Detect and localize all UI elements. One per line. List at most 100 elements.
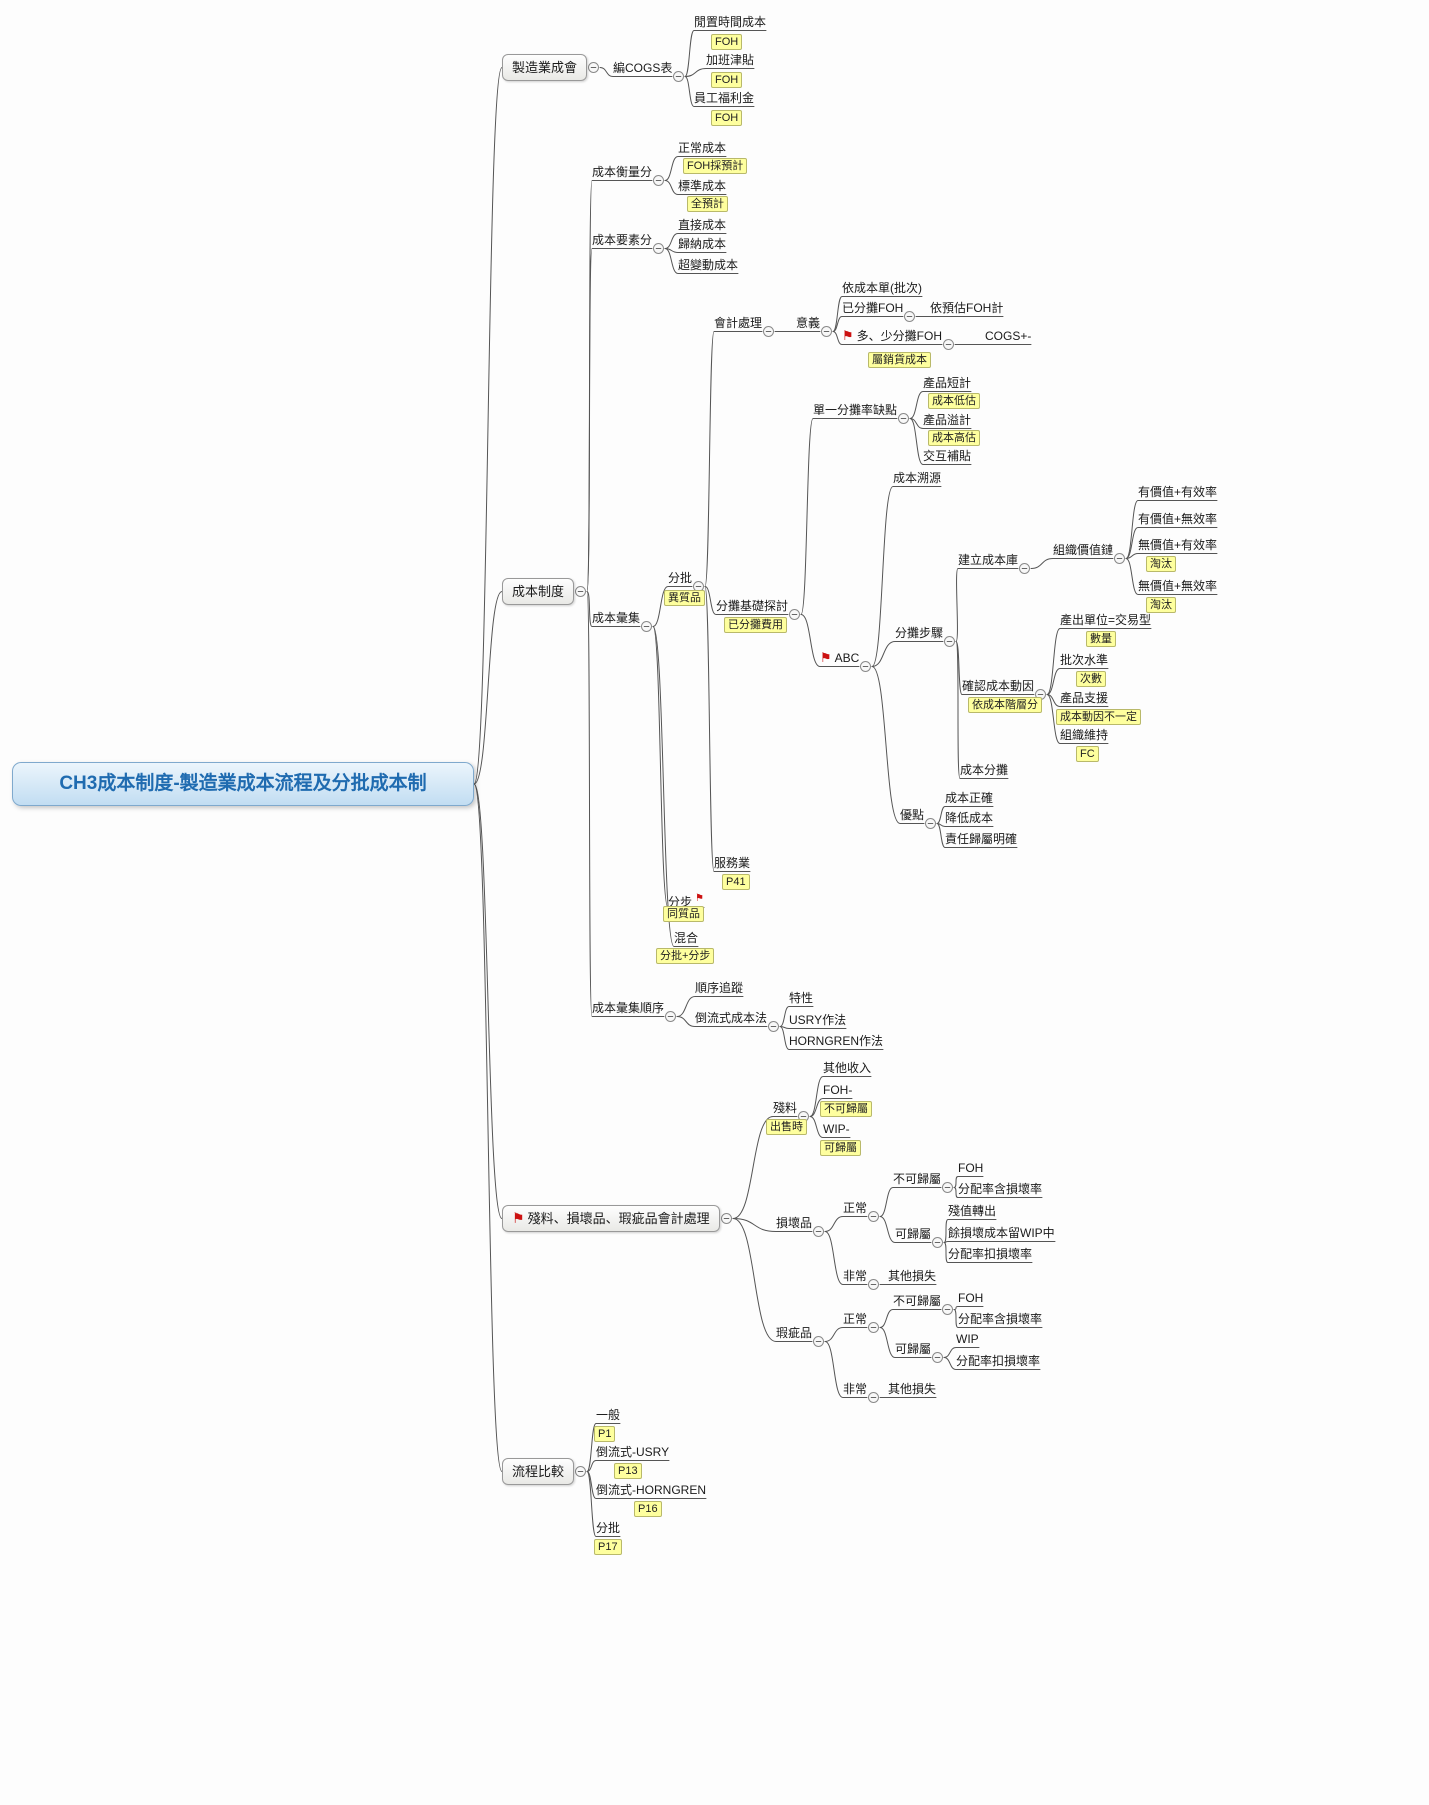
collapse-icon[interactable] <box>665 1011 676 1022</box>
mindmap-node[interactable]: 分批 <box>668 570 692 586</box>
collapse-icon[interactable] <box>653 175 664 186</box>
collapse-icon[interactable] <box>868 1392 879 1403</box>
mindmap-node[interactable]: 成本分攤 <box>960 762 1008 778</box>
mindmap-node[interactable]: 責任歸屬明確 <box>945 831 1017 847</box>
collapse-icon[interactable] <box>944 636 955 647</box>
mindmap-node[interactable]: 一般 <box>596 1407 620 1423</box>
mindmap-node[interactable]: 加班津貼 <box>706 52 754 68</box>
collapse-icon[interactable] <box>925 818 936 829</box>
mindmap-node[interactable]: 其他收入 <box>823 1060 871 1076</box>
mindmap-node[interactable]: 優點 <box>900 807 924 823</box>
mindmap-node[interactable]: 歸納成本 <box>678 236 726 252</box>
mindmap-node[interactable]: 殘值轉出 <box>948 1203 996 1219</box>
collapse-icon[interactable] <box>653 243 664 254</box>
mindmap-node[interactable]: 分批 <box>596 1520 620 1536</box>
collapse-icon[interactable] <box>868 1279 879 1290</box>
mindmap-node[interactable]: 成本溯源 <box>893 470 941 486</box>
collapse-icon[interactable] <box>789 609 800 620</box>
mindmap-node[interactable]: 可歸屬 <box>895 1226 931 1242</box>
collapse-icon[interactable] <box>575 586 586 597</box>
mindmap-node[interactable]: 成本要素分 <box>592 232 652 248</box>
collapse-icon[interactable] <box>641 621 652 632</box>
collapse-icon[interactable] <box>813 1226 824 1237</box>
mindmap-node[interactable]: 建立成本庫 <box>958 552 1018 568</box>
collapse-icon[interactable] <box>932 1352 943 1363</box>
mindmap-node[interactable]: 分配率扣損壞率 <box>948 1246 1032 1262</box>
mindmap-node[interactable]: 產品支援 <box>1060 690 1108 706</box>
mindmap-node[interactable]: 組織價值鏈 <box>1053 542 1113 558</box>
mindmap-node[interactable]: 成本衡量分 <box>592 164 652 180</box>
mindmap-node[interactable]: 產出單位=交易型 <box>1060 612 1151 628</box>
mindmap-node[interactable]: 倒流式成本法 <box>695 1010 767 1026</box>
mindmap-node[interactable]: 有價值+無效率 <box>1138 511 1217 527</box>
mindmap-node[interactable]: 已分攤FOH <box>842 300 903 316</box>
collapse-icon[interactable] <box>673 71 684 82</box>
mindmap-node[interactable]: HORNGREN作法 <box>789 1033 883 1049</box>
collapse-icon[interactable] <box>868 1322 879 1333</box>
mindmap-node[interactable]: 瑕疵品 <box>776 1325 812 1341</box>
collapse-icon[interactable] <box>904 311 915 322</box>
mindmap-node[interactable]: 其他損失 <box>888 1381 936 1397</box>
mindmap-node[interactable]: 意義 <box>796 315 820 331</box>
mindmap-node[interactable]: 特性 <box>789 990 813 1006</box>
mindmap-node[interactable]: 分配率含損壞率 <box>958 1311 1042 1327</box>
mindmap-node[interactable]: 編COGS表 <box>613 60 672 76</box>
mindmap-node[interactable]: 殘料 <box>773 1100 797 1116</box>
mindmap-node[interactable]: 單一分攤率缺點 <box>813 402 897 418</box>
mindmap-node[interactable]: 依預估FOH計 <box>930 300 1003 316</box>
mindmap-node[interactable]: 倒流式-USRY <box>596 1444 669 1460</box>
collapse-icon[interactable] <box>721 1213 732 1224</box>
mindmap-node[interactable]: FOH- <box>823 1082 852 1098</box>
mindmap-node[interactable]: 分步⚑ <box>668 891 704 909</box>
mindmap-node[interactable]: 服務業 <box>714 855 750 871</box>
mindmap-node[interactable]: 分攤步驟 <box>895 625 943 641</box>
mindmap-node[interactable]: WIP- <box>823 1121 850 1137</box>
mindmap-node[interactable]: 降低成本 <box>945 810 993 826</box>
mindmap-node[interactable]: 產品溢計 <box>923 412 971 428</box>
collapse-icon[interactable] <box>813 1336 824 1347</box>
mindmap-node[interactable]: USRY作法 <box>789 1012 846 1028</box>
mindmap-node[interactable]: 順序追蹤 <box>695 980 743 996</box>
mindmap-node[interactable]: 無價值+無效率 <box>1138 578 1217 594</box>
main-topic-node[interactable]: ⚑殘料、損壞品、瑕疵品會計處理 <box>502 1205 720 1232</box>
collapse-icon[interactable] <box>868 1211 879 1222</box>
mindmap-node[interactable]: 餘損壞成本留WIP中 <box>948 1225 1055 1241</box>
mindmap-node[interactable]: 可歸屬 <box>895 1341 931 1357</box>
mindmap-node[interactable]: 標準成本 <box>678 178 726 194</box>
mindmap-node[interactable]: 成本彙集 <box>592 610 640 626</box>
collapse-icon[interactable] <box>898 413 909 424</box>
main-topic-node[interactable]: 成本制度 <box>502 578 575 605</box>
mindmap-node[interactable]: 依成本單(批次) <box>842 280 922 296</box>
mindmap-node[interactable]: 會計處理 <box>714 315 762 331</box>
mindmap-node[interactable]: 正常 <box>843 1311 867 1327</box>
mindmap-node[interactable]: 確認成本動因 <box>962 678 1034 694</box>
mindmap-node[interactable]: 分攤基礎探討 <box>716 598 788 614</box>
mindmap-node[interactable]: 交互補貼 <box>923 448 971 464</box>
main-topic-node[interactable]: 製造業成會 <box>502 54 588 81</box>
collapse-icon[interactable] <box>860 661 871 672</box>
mindmap-node[interactable]: FOH <box>958 1290 983 1306</box>
mindmap-node[interactable]: 倒流式-HORNGREN <box>596 1482 706 1498</box>
mindmap-node[interactable]: ⚑多、少分攤FOH <box>842 328 942 344</box>
mindmap-node[interactable]: 產品短計 <box>923 375 971 391</box>
mindmap-node[interactable]: 直接成本 <box>678 217 726 233</box>
mindmap-node[interactable]: 正常成本 <box>678 140 726 156</box>
mindmap-node[interactable]: 不可歸屬 <box>893 1293 941 1309</box>
collapse-icon[interactable] <box>1114 553 1125 564</box>
collapse-icon[interactable] <box>942 1304 953 1315</box>
mindmap-node[interactable]: 其他損失 <box>888 1268 936 1284</box>
main-topic-node[interactable]: 流程比較 <box>502 1458 575 1485</box>
mindmap-node[interactable]: 損壞品 <box>776 1215 812 1231</box>
collapse-icon[interactable] <box>821 326 832 337</box>
collapse-icon[interactable] <box>588 62 599 73</box>
collapse-icon[interactable] <box>932 1237 943 1248</box>
mindmap-node[interactable]: ⚑ABC <box>820 650 859 666</box>
mindmap-node[interactable]: 員工福利金 <box>694 90 754 106</box>
mindmap-node[interactable]: 非常 <box>843 1381 867 1397</box>
collapse-icon[interactable] <box>768 1021 779 1032</box>
collapse-icon[interactable] <box>1019 563 1030 574</box>
mindmap-node[interactable]: 成本正確 <box>945 790 993 806</box>
mindmap-node[interactable]: 正常 <box>843 1200 867 1216</box>
mindmap-node[interactable]: WIP <box>956 1331 979 1347</box>
mindmap-node[interactable]: 成本彙集順序 <box>592 1000 664 1016</box>
